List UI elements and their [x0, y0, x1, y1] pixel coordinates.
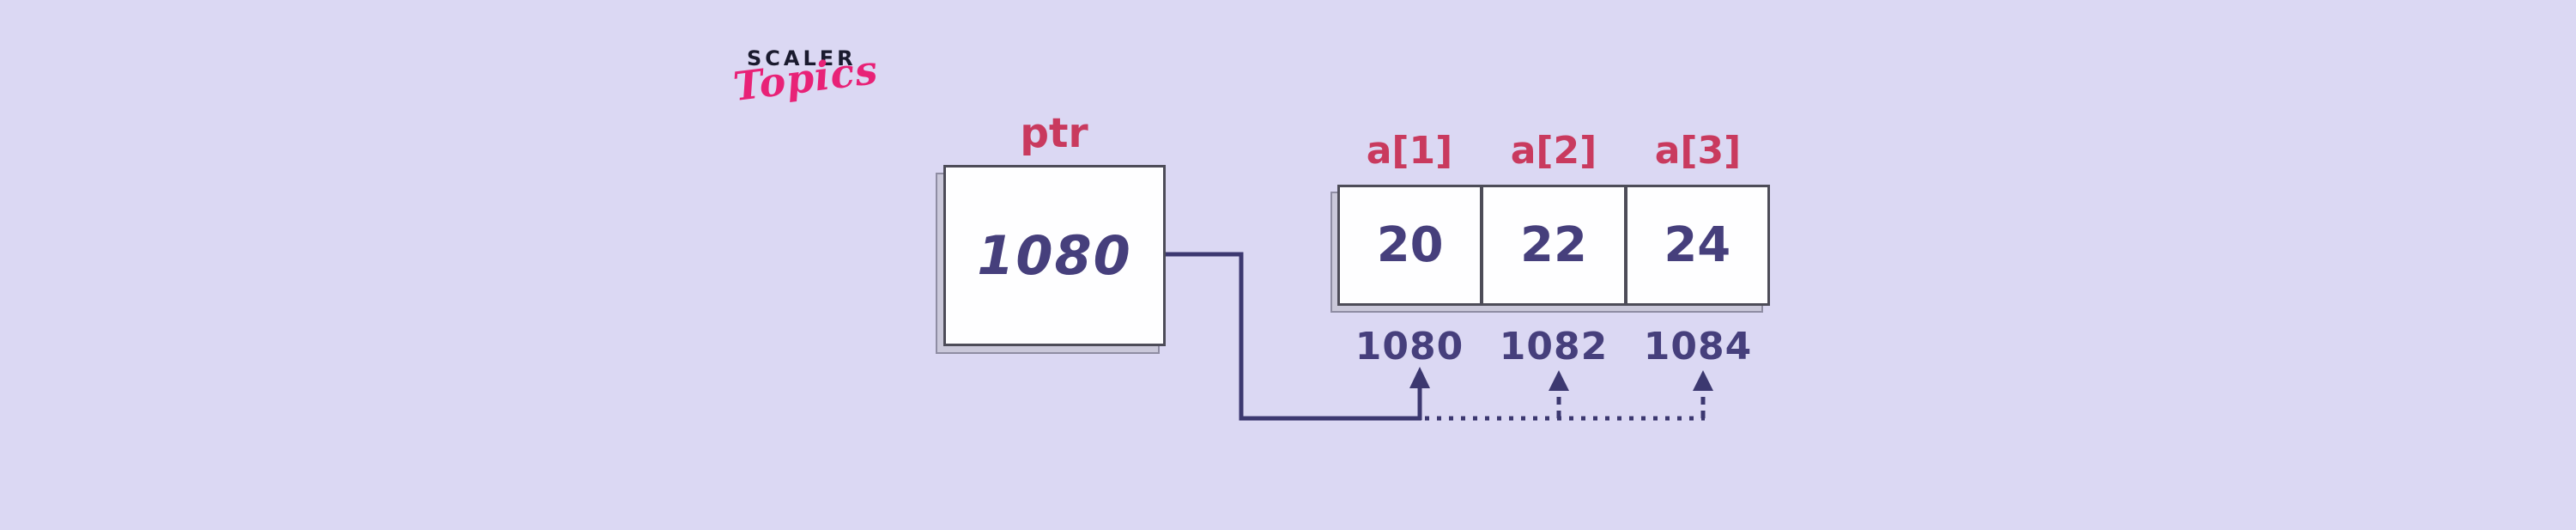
- logo-brand-text: SCALER: [747, 46, 857, 70]
- array-cell-1: 20: [1340, 187, 1480, 303]
- arrowhead-to-1082: [1549, 370, 1569, 391]
- arrowhead-to-1080: [1409, 367, 1430, 388]
- pointer-box: 1080: [943, 165, 1166, 346]
- address-label-3: 1084: [1643, 325, 1753, 369]
- array-index-label-1: a[1]: [1366, 129, 1453, 173]
- arrowhead-to-1084: [1693, 370, 1713, 391]
- pointer-name-label: ptr: [1020, 110, 1088, 157]
- scaler-topics-logo: SCALER Topics: [730, 43, 925, 120]
- address-label-1: 1080: [1355, 325, 1464, 369]
- array-cell-value-1: 20: [1376, 217, 1444, 273]
- address-label-2: 1082: [1499, 325, 1609, 369]
- array-box: 20 22 24: [1337, 185, 1770, 306]
- array-cell-2: 22: [1480, 187, 1623, 303]
- array-cell-value-2: 22: [1520, 217, 1587, 273]
- array-index-label-2: a[2]: [1510, 129, 1597, 173]
- array-cell-value-3: 24: [1664, 217, 1731, 273]
- pointer-value: 1080: [977, 224, 1132, 287]
- array-index-label-3: a[3]: [1654, 129, 1742, 173]
- array-cell-3: 24: [1623, 187, 1767, 303]
